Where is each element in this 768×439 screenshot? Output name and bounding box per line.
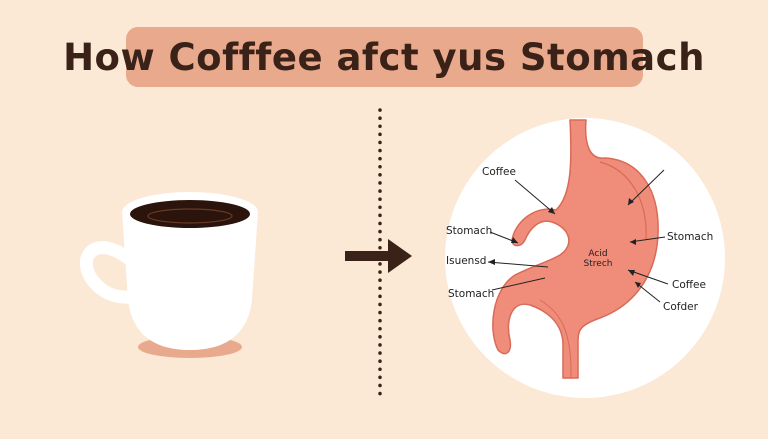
label-stomach-bottom-left: Stomach xyxy=(448,288,495,300)
label-acid-line2: Strech xyxy=(583,259,613,269)
label-coffee-top: Coffee xyxy=(482,166,516,178)
arrow-right-icon xyxy=(345,239,412,273)
label-acid-line1: Acid xyxy=(588,249,608,259)
label-cofder: Cofder xyxy=(663,301,698,313)
title-banner xyxy=(126,27,643,87)
label-stomach-left: Stomach xyxy=(446,225,493,237)
coffee-cup-icon xyxy=(79,192,258,358)
label-coffee-right: Coffee xyxy=(672,279,706,291)
label-stomach-right: Stomach xyxy=(667,231,714,243)
page-title: How Cofffee afct yus Stomach xyxy=(63,36,705,79)
stomach-icon xyxy=(492,119,659,379)
label-isuensd: Isuensd xyxy=(446,255,487,267)
annotation-arrowheads xyxy=(488,198,641,288)
label-acid: Acid Strech xyxy=(578,249,618,269)
